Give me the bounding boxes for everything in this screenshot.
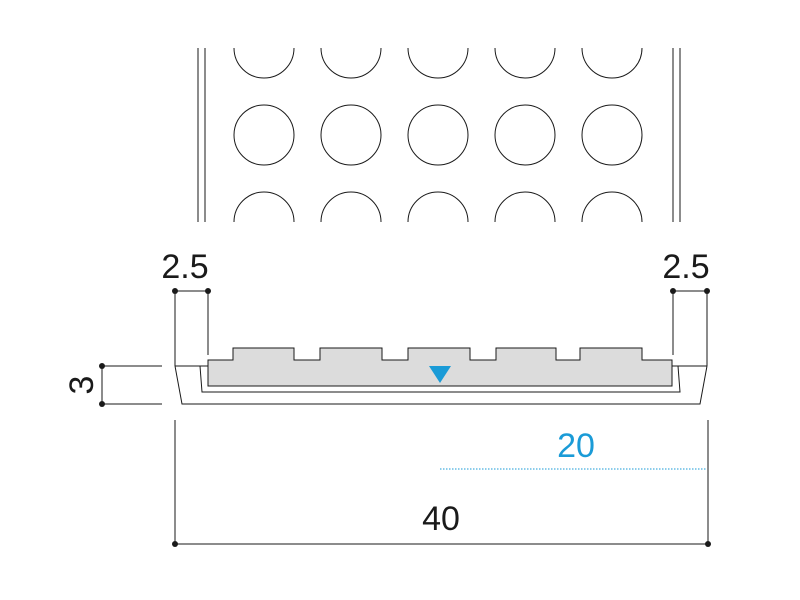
section-view <box>174 347 708 405</box>
tactile-dot <box>233 48 295 79</box>
tactile-dot <box>581 48 643 79</box>
tactile-dot <box>320 48 382 79</box>
base-profile-inner <box>199 365 681 393</box>
tactile-dot <box>494 104 556 166</box>
dim-dot <box>704 288 710 294</box>
tactile-dot <box>581 104 643 166</box>
dim-height-label: 3 <box>63 376 101 395</box>
dim-dot <box>99 401 105 407</box>
tactile-dot <box>320 191 382 222</box>
dim-total-label: 40 <box>422 500 460 538</box>
top-view <box>197 48 681 222</box>
dim-dot <box>670 288 676 294</box>
dim-dot <box>705 541 711 547</box>
center-marker-icon <box>429 366 451 383</box>
base-profile-outer <box>174 365 708 405</box>
tactile-dot <box>494 48 556 79</box>
tactile-dot <box>494 191 556 222</box>
tactile-dot <box>581 191 643 222</box>
dim-dot <box>172 288 178 294</box>
dimension-dots <box>99 288 711 547</box>
tactile-dot-grid <box>233 48 643 222</box>
tactile-dot <box>233 104 295 166</box>
dim-right-edge-label: 2.5 <box>662 248 709 286</box>
dim-dot <box>205 288 211 294</box>
dim-left-edge-label: 2.5 <box>161 248 208 286</box>
tactile-dot <box>407 48 469 79</box>
tactile-dot <box>320 104 382 166</box>
dimension-lines <box>101 290 709 545</box>
dim-center-label: 20 <box>557 427 595 465</box>
dim-dot <box>172 541 178 547</box>
dim-dot <box>99 363 105 369</box>
tactile-dot <box>233 191 295 222</box>
tactile-dot <box>407 104 469 166</box>
tactile-dot <box>407 191 469 222</box>
